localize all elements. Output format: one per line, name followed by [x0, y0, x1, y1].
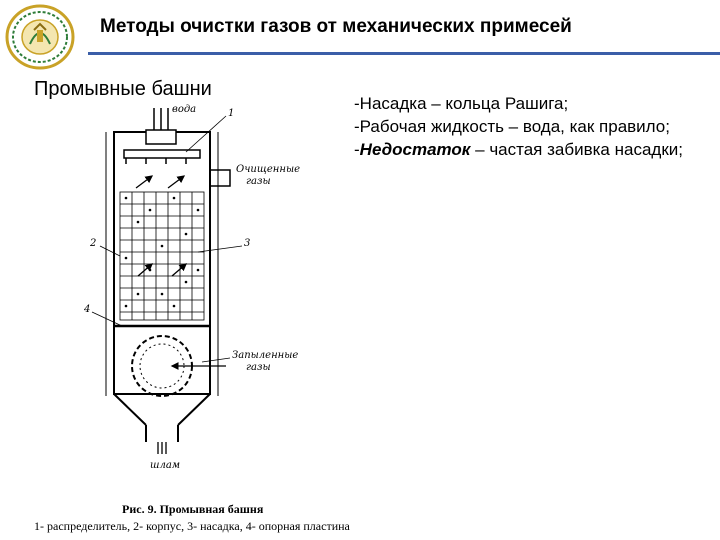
- bullet-item: -Рабочая жидкость – вода, как правило;: [354, 117, 670, 136]
- label-water: вода: [172, 104, 196, 115]
- label-4: 4: [83, 304, 90, 315]
- label-dusty-gas-2: газы: [246, 362, 271, 373]
- sludge-outlet: [157, 442, 167, 454]
- slide-subtitle: Промывные башни: [34, 78, 212, 100]
- distributor: [123, 108, 201, 164]
- tower-body: [105, 131, 219, 442]
- label-clean-gas: Очищенные: [236, 164, 300, 175]
- figure-legend: 1- распределитель, 2- корпус, 3- насадка…: [34, 519, 350, 533]
- slide-title: Методы очистки газов от механических при…: [100, 16, 572, 37]
- label-3: 3: [244, 238, 250, 249]
- university-emblem-icon: [5, 4, 75, 70]
- label-1: 1: [228, 108, 234, 119]
- scrubber-tower-diagram: вода 1 Очищенные газы 2 3 4 Запыленные г…: [83, 104, 300, 471]
- label-clean-gas-2: газы: [246, 176, 271, 187]
- label-dusty-gas: Запыленные: [232, 350, 298, 361]
- bullet-list: -Насадка – кольца Рашига; -Рабочая жидко…: [354, 92, 684, 161]
- label-2: 2: [89, 238, 96, 249]
- raschig-rings: [124, 196, 200, 308]
- figure-caption: Рис. 9. Промывная башня: [122, 502, 264, 516]
- header-divider: [88, 52, 720, 55]
- drawback-emphasis: Недостаток: [359, 140, 471, 159]
- packing-grid: [119, 191, 205, 321]
- bullet-item: -Недостаток – частая забивка насадки;: [354, 140, 683, 159]
- bullet-item: -Насадка – кольца Рашига;: [354, 94, 569, 113]
- label-sludge: шлам: [150, 460, 180, 471]
- clean-gas-outlet: [210, 169, 231, 187]
